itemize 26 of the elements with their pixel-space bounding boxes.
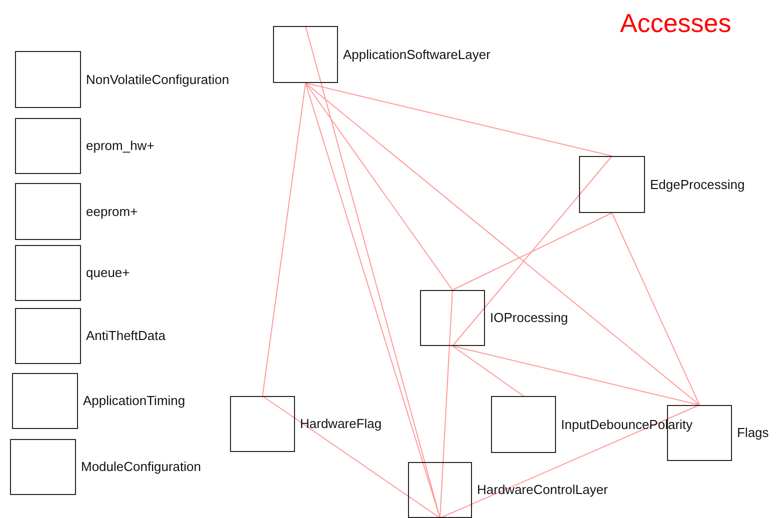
connector-line — [452, 346, 700, 406]
component-label: eprom_hw+ — [86, 138, 154, 154]
connector-line — [262, 396, 440, 518]
component-label: HardwareFlag — [300, 416, 382, 432]
connector-line — [452, 346, 524, 396]
connector-line — [305, 82, 453, 290]
component-label: EdgeProcessing — [650, 176, 745, 192]
component-label: Flags — [737, 425, 769, 441]
connector-line — [440, 290, 453, 518]
component-label: ModuleConfiguration — [81, 459, 201, 475]
connector-line — [612, 212, 700, 406]
diagram-title: Accesses — [620, 8, 732, 38]
connector-line — [305, 82, 700, 406]
connector-line — [452, 212, 612, 290]
component-label: eeprom+ — [86, 204, 138, 220]
component-label: AntiTheftData — [86, 328, 166, 344]
component-label: HardwareControlLayer — [477, 482, 608, 498]
component-label: NonVolatileConfiguration — [86, 72, 230, 88]
connector-line — [452, 156, 612, 346]
component-label: ApplicationTiming — [83, 393, 186, 409]
component-label: IOProcessing — [490, 310, 568, 326]
component-label: queue+ — [86, 265, 130, 281]
connector-line — [262, 82, 306, 396]
connector-line — [305, 82, 612, 156]
connector-line — [440, 404, 700, 518]
component-label: ApplicationSoftwareLayer — [343, 46, 490, 62]
